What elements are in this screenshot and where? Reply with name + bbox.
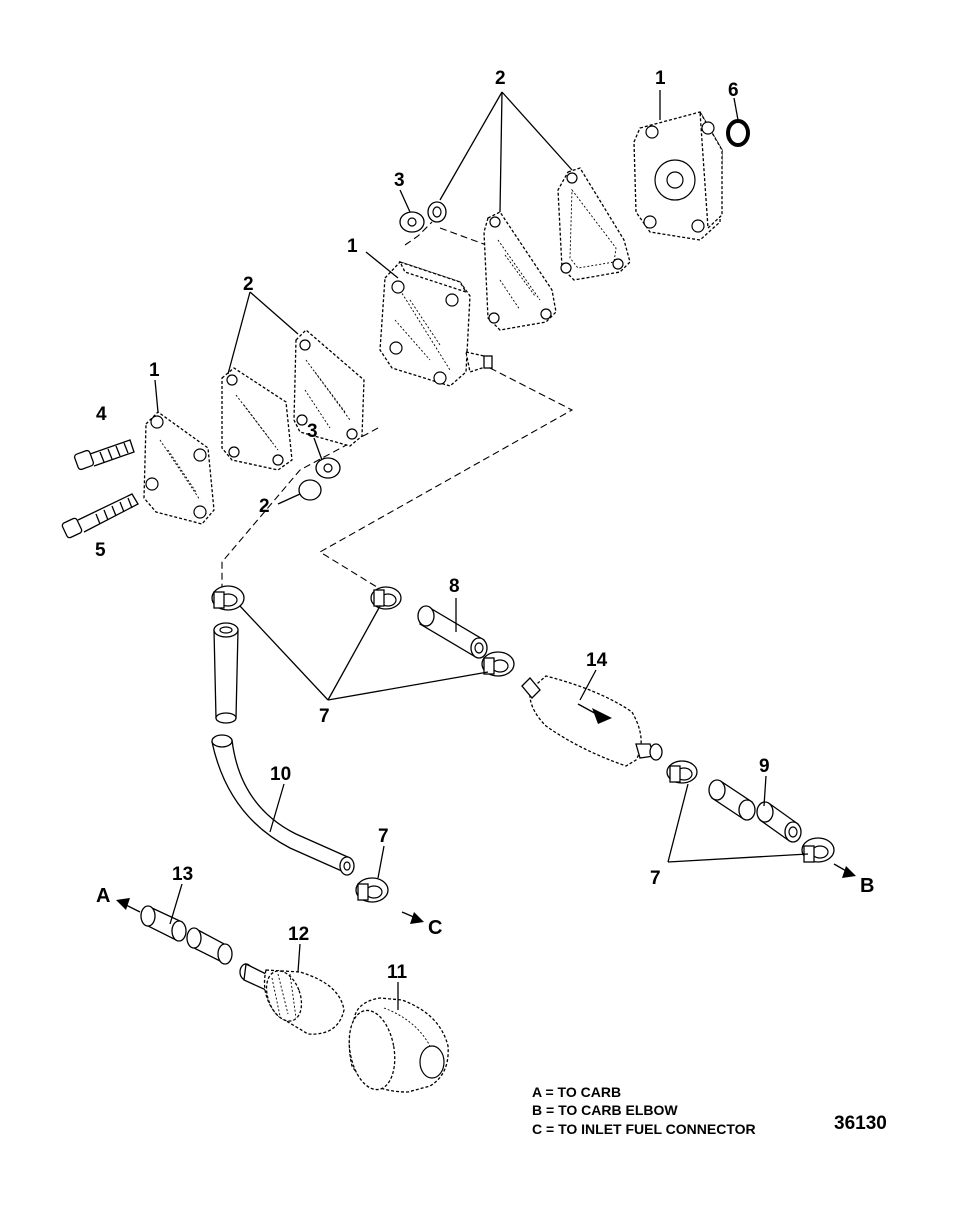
- callout-3-top: 3: [394, 170, 405, 191]
- hose-10-bent: [211, 734, 355, 876]
- callout-9: 9: [759, 756, 770, 777]
- screw-long: [61, 493, 139, 539]
- callout-1-left: 1: [149, 360, 160, 381]
- legend: A = TO CARB B = TO CARB ELBOW C = TO INL…: [532, 1084, 756, 1137]
- callout-4: 4: [96, 404, 107, 425]
- hose-13-piece-b: [186, 927, 233, 965]
- callout-1-top: 1: [655, 68, 666, 89]
- hose-9-piece-b: [756, 801, 802, 843]
- callout-2-top: 2: [495, 68, 506, 89]
- callout-14: 14: [586, 650, 608, 671]
- figure-number: 36130: [834, 1113, 887, 1134]
- pump-cover-front: [143, 411, 215, 525]
- callout-7-lower: 7: [378, 826, 389, 847]
- check-valve-lower: [298, 479, 322, 501]
- callout-11: 11: [387, 962, 408, 983]
- callout-8: 8: [449, 576, 460, 597]
- hose-13-piece-a: [140, 905, 187, 942]
- legend-b: B = TO CARB ELBOW: [532, 1102, 678, 1118]
- callout-7-right: 7: [650, 868, 661, 889]
- legend-a: A = TO CARB: [532, 1084, 621, 1100]
- gasket-middle: [221, 367, 293, 471]
- callout-2-lower: 2: [259, 496, 270, 517]
- destination-b: B: [860, 875, 874, 897]
- hose-8: [417, 605, 488, 659]
- destination-c: C: [428, 917, 442, 939]
- diaphragm-top: [483, 211, 557, 331]
- legend-c: C = TO INLET FUEL CONNECTOR: [532, 1121, 756, 1137]
- washer-lower: [315, 457, 341, 479]
- mounting-grommet: [348, 997, 449, 1093]
- callout-1-middle: 1: [347, 236, 358, 257]
- fuel-filter: [521, 675, 663, 767]
- hose-9-piece-a: [708, 779, 756, 821]
- callout-7-left: 7: [319, 706, 330, 727]
- arrow-to-b: [833, 863, 856, 878]
- gasket-top-right: [557, 167, 631, 281]
- hose-clamp-3: [481, 651, 515, 677]
- callout-6: 6: [728, 80, 739, 101]
- callout-3-lower: 3: [307, 421, 318, 442]
- callout-labels: 2 1 6 3 1 2 1 4 3 2 5 8 14 7 9 10 7 7 13…: [95, 68, 770, 983]
- phantom-routing-lines: [221, 221, 574, 593]
- hose-clamp-4: [666, 760, 698, 784]
- o-ring: [726, 119, 750, 147]
- hose-clamp-2: [370, 586, 402, 610]
- pump-cover-rear: [633, 111, 723, 241]
- callout-5: 5: [95, 540, 106, 561]
- pump-body: [379, 260, 493, 387]
- destination-letters: A B C: [96, 875, 874, 939]
- primer-bulb: [239, 963, 345, 1035]
- hose-vertical: [213, 622, 239, 724]
- check-valve-top: [427, 201, 447, 223]
- hose-clamp-5: [801, 837, 835, 863]
- destination-a: A: [96, 885, 110, 907]
- callout-10: 10: [270, 764, 291, 785]
- screw-short: [73, 439, 135, 471]
- leader-lines: [154, 90, 809, 1010]
- washer-top: [399, 211, 425, 233]
- callout-12: 12: [288, 924, 309, 945]
- callout-2-middle: 2: [243, 274, 254, 295]
- diaphragm-middle: [293, 329, 365, 447]
- arrow-to-c: [401, 911, 424, 924]
- arrow-to-a: [116, 898, 141, 913]
- callout-13: 13: [172, 864, 193, 885]
- hose-clamp-6: [355, 877, 389, 903]
- hose-clamp-1: [211, 585, 245, 611]
